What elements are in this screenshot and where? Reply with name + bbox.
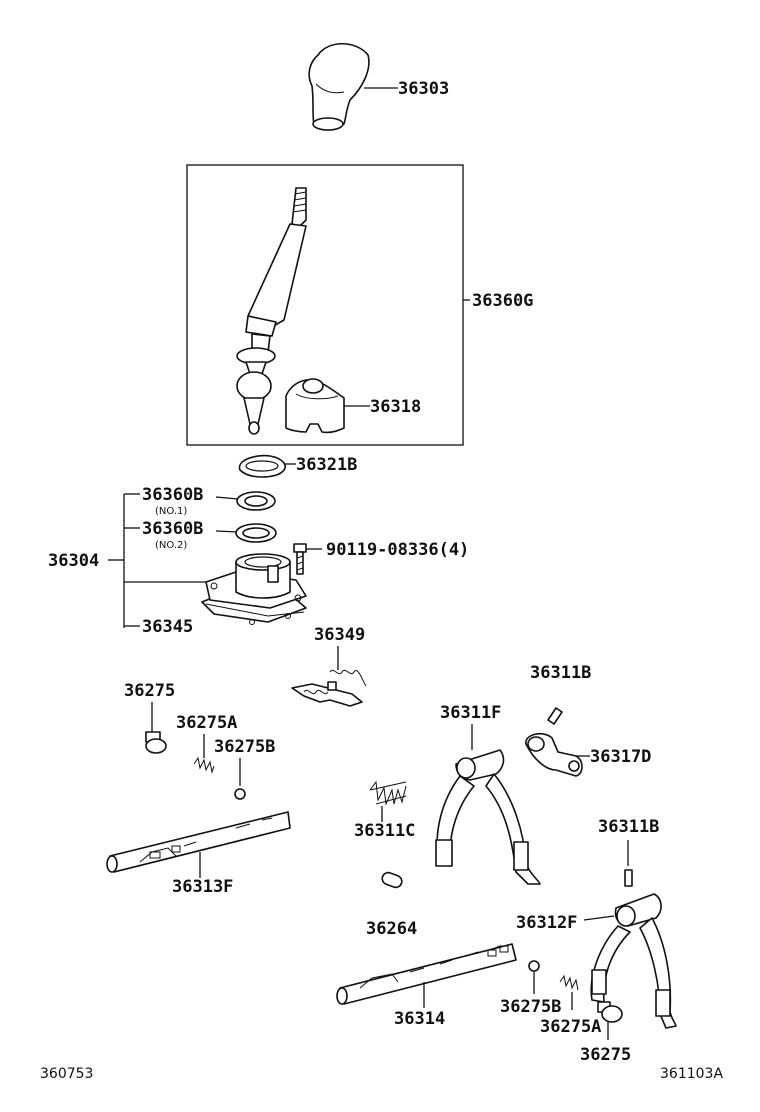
label-36304: 36304	[48, 551, 99, 571]
shift-rail-36314-drawing	[336, 943, 517, 1005]
snap-ring-drawing	[238, 454, 286, 478]
label-36303: 36303	[398, 79, 449, 99]
plug-36275-bottom-drawing	[597, 1001, 623, 1023]
spring-36311C-drawing	[369, 780, 407, 806]
shift-boot-drawing	[285, 378, 345, 434]
label-36264: 36264	[366, 919, 417, 939]
label-36311C: 36311C	[354, 821, 415, 841]
label-36311B-right: 36311B	[598, 817, 659, 837]
label-36360B-no1: 36360B	[142, 485, 203, 505]
label-36360G: 36360G	[472, 291, 533, 311]
shift-head-36317D-drawing	[525, 732, 583, 777]
shift-knob-drawing	[308, 43, 370, 131]
label-36275B-bottom: 36275B	[500, 997, 561, 1017]
label-36275-bottom: 36275	[580, 1045, 631, 1065]
label-36360B-no1-note: (NO.1)	[155, 506, 187, 517]
pin-36264-drawing	[381, 871, 403, 889]
leader-36360B-no2	[215, 530, 239, 533]
label-36318: 36318	[370, 397, 421, 417]
label-36317D: 36317D	[590, 747, 651, 767]
label-36360B-no2-note: (NO.2)	[155, 540, 187, 551]
label-36345: 36345	[142, 617, 193, 637]
diagram-code-right: 361103A	[660, 1066, 723, 1082]
seat-no2-drawing	[235, 523, 277, 543]
bolt-drawing	[293, 543, 307, 575]
pin-36311B-right-drawing	[624, 869, 633, 887]
label-36275A-bottom: 36275A	[540, 1017, 601, 1037]
label-90119: 90119-08336(4)	[326, 540, 469, 560]
label-36313F: 36313F	[172, 877, 233, 897]
leader-36360B-no1	[215, 496, 239, 500]
plug-36275-top-drawing	[145, 731, 167, 754]
label-36275A-top: 36275A	[176, 713, 237, 733]
seat-no1-drawing	[236, 491, 276, 511]
shift-rail-36313F-drawing	[106, 811, 291, 873]
label-36360B-no2: 36360B	[142, 519, 203, 539]
diagram-code-left: 360753	[40, 1066, 93, 1082]
assembly-box-36360G	[186, 164, 464, 446]
pin-36311B-top-drawing	[547, 707, 563, 725]
bracket-36304	[108, 493, 206, 628]
label-36311B-top: 36311B	[530, 663, 591, 683]
shift-fork-36312F-drawing	[590, 893, 677, 1029]
lever-housing-drawing	[201, 553, 307, 625]
ball-36275B-top-drawing	[234, 788, 246, 800]
label-36321B: 36321B	[296, 455, 357, 475]
label-36311F: 36311F	[440, 703, 501, 723]
label-36349: 36349	[314, 625, 365, 645]
label-36312F: 36312F	[516, 913, 577, 933]
spring-plate-drawing	[291, 669, 367, 707]
spring-36275A-bottom-drawing	[559, 974, 579, 991]
leader-36312F	[583, 915, 615, 921]
label-36314: 36314	[394, 1009, 445, 1029]
shift-lever-drawing	[236, 187, 307, 435]
shift-fork-36311F-drawing	[435, 749, 541, 885]
ball-36275B-bottom-drawing	[528, 960, 540, 972]
spring-36275A-top-drawing	[193, 756, 215, 774]
label-36275B-top: 36275B	[214, 737, 275, 757]
label-36275-top: 36275	[124, 681, 175, 701]
